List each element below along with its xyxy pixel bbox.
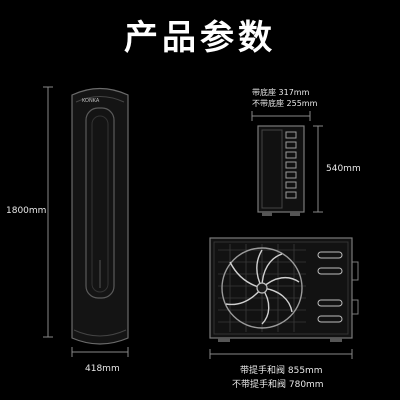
with-handle-label: 带提手和阀 855mm <box>240 366 323 376</box>
brand-logo: KONKA <box>82 98 100 104</box>
air-outlet <box>85 107 115 299</box>
fan-hub <box>256 282 268 294</box>
indoor-width-label: 418mm <box>85 364 120 374</box>
fan-grille <box>218 244 306 332</box>
side-vents <box>317 251 343 323</box>
without-base-label: 不带底座 255mm <box>252 99 318 108</box>
with-base-label: 带底座 317mm <box>252 88 310 97</box>
tower-body <box>71 87 129 345</box>
page-title: 产品参数 <box>124 18 276 58</box>
without-handle-label: 不带提手和阀 780mm <box>232 380 324 390</box>
outdoor-unit <box>209 237 359 359</box>
side-height-label: 540mm <box>326 164 361 174</box>
side-view <box>251 111 323 216</box>
indoor-height-label: 1800mm <box>6 206 47 216</box>
indoor-unit <box>43 86 129 357</box>
valve <box>351 261 359 281</box>
side-panel <box>257 125 305 213</box>
side-fins <box>285 131 297 199</box>
fan-ring <box>221 247 303 329</box>
